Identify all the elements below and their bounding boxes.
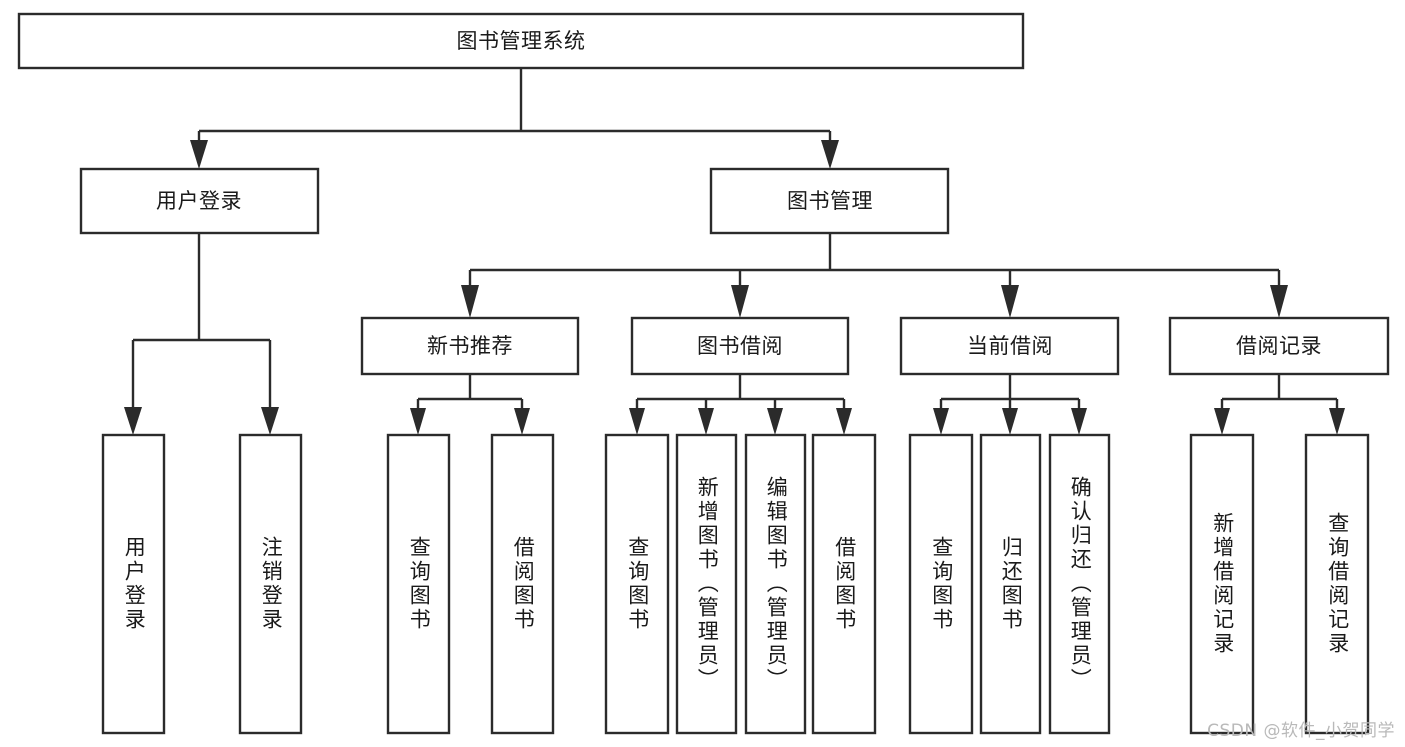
arrow-icon-leaf-borrow-record-1	[1329, 408, 1345, 435]
node-leaf-user-login-1[interactable]	[238, 433, 303, 735]
node-book-borrow[interactable]	[630, 316, 850, 376]
node-book-manage[interactable]	[709, 167, 950, 235]
node-leaf-user-login-0[interactable]	[101, 433, 166, 735]
node-leaf-current-borrow-2[interactable]	[1048, 433, 1111, 735]
arrow-icon-leaf-user-login-1	[261, 407, 279, 435]
arrow-icon-leaf-book-borrow-1	[698, 408, 714, 435]
arrow-icon-book-manage	[821, 140, 839, 169]
node-root-system-label: 图书管理系统	[457, 29, 586, 53]
node-leaf-new-book-1[interactable]	[490, 433, 555, 735]
node-leaf-current-borrow-0[interactable]	[908, 433, 974, 735]
node-user-login[interactable]	[79, 167, 320, 235]
arrow-icon-current-borrow	[1001, 285, 1019, 318]
arrow-icon-leaf-book-borrow-0	[629, 408, 645, 435]
arrow-icon-leaf-current-borrow-0	[933, 408, 949, 435]
node-book-manage-label: 图书管理	[787, 189, 873, 213]
node-new-book-recommend[interactable]	[360, 316, 580, 376]
node-leaf-borrow-record-1[interactable]	[1304, 433, 1370, 735]
arrow-icon-new-book	[461, 285, 479, 318]
csdn-watermark: CSDN @软件_小贺同学	[1207, 721, 1395, 741]
node-leaf-book-borrow-1[interactable]	[675, 433, 738, 735]
node-leaf-book-borrow-3[interactable]	[811, 433, 877, 735]
arrow-icon-leaf-current-borrow-2	[1071, 408, 1087, 435]
arrowhead-layer	[124, 140, 1345, 435]
node-borrow-record[interactable]	[1168, 316, 1390, 376]
node-user-login-label: 用户登录	[156, 189, 242, 213]
arrow-icon-leaf-current-borrow-1	[1002, 408, 1018, 435]
arrow-icon-leaf-user-login-0	[124, 407, 142, 435]
node-leaf-book-borrow-2[interactable]	[744, 433, 807, 735]
arrow-icon-leaf-new-book-0	[410, 408, 426, 435]
node-current-borrow-label: 当前借阅	[967, 334, 1053, 358]
node-root-system[interactable]	[17, 12, 1025, 70]
arrow-icon-leaf-borrow-record-0	[1214, 408, 1230, 435]
node-new-book-recommend-label: 新书推荐	[427, 334, 513, 358]
node-leaf-current-borrow-1[interactable]	[979, 433, 1042, 735]
node-borrow-record-label: 借阅记录	[1236, 334, 1322, 358]
node-leaf-new-book-0[interactable]	[386, 433, 451, 735]
node-leaf-borrow-record-0[interactable]	[1189, 433, 1255, 735]
arrow-icon-leaf-new-book-1	[514, 408, 530, 435]
arrow-icon-borrow-record	[1270, 285, 1288, 318]
node-leaf-book-borrow-0[interactable]	[604, 433, 670, 735]
node-current-borrow[interactable]	[899, 316, 1120, 376]
arrow-icon-user-login	[190, 140, 208, 169]
node-layer: 图书管理系统 用户登录 图书管理 新书推荐 图书借阅 当前借阅 借阅记录	[17, 12, 1390, 735]
arrow-icon-leaf-book-borrow-2	[767, 408, 783, 435]
node-book-borrow-label: 图书借阅	[697, 334, 783, 358]
arrow-icon-leaf-book-borrow-3	[836, 408, 852, 435]
connector-layer	[131, 68, 1339, 408]
arrow-icon-book-borrow	[731, 285, 749, 318]
